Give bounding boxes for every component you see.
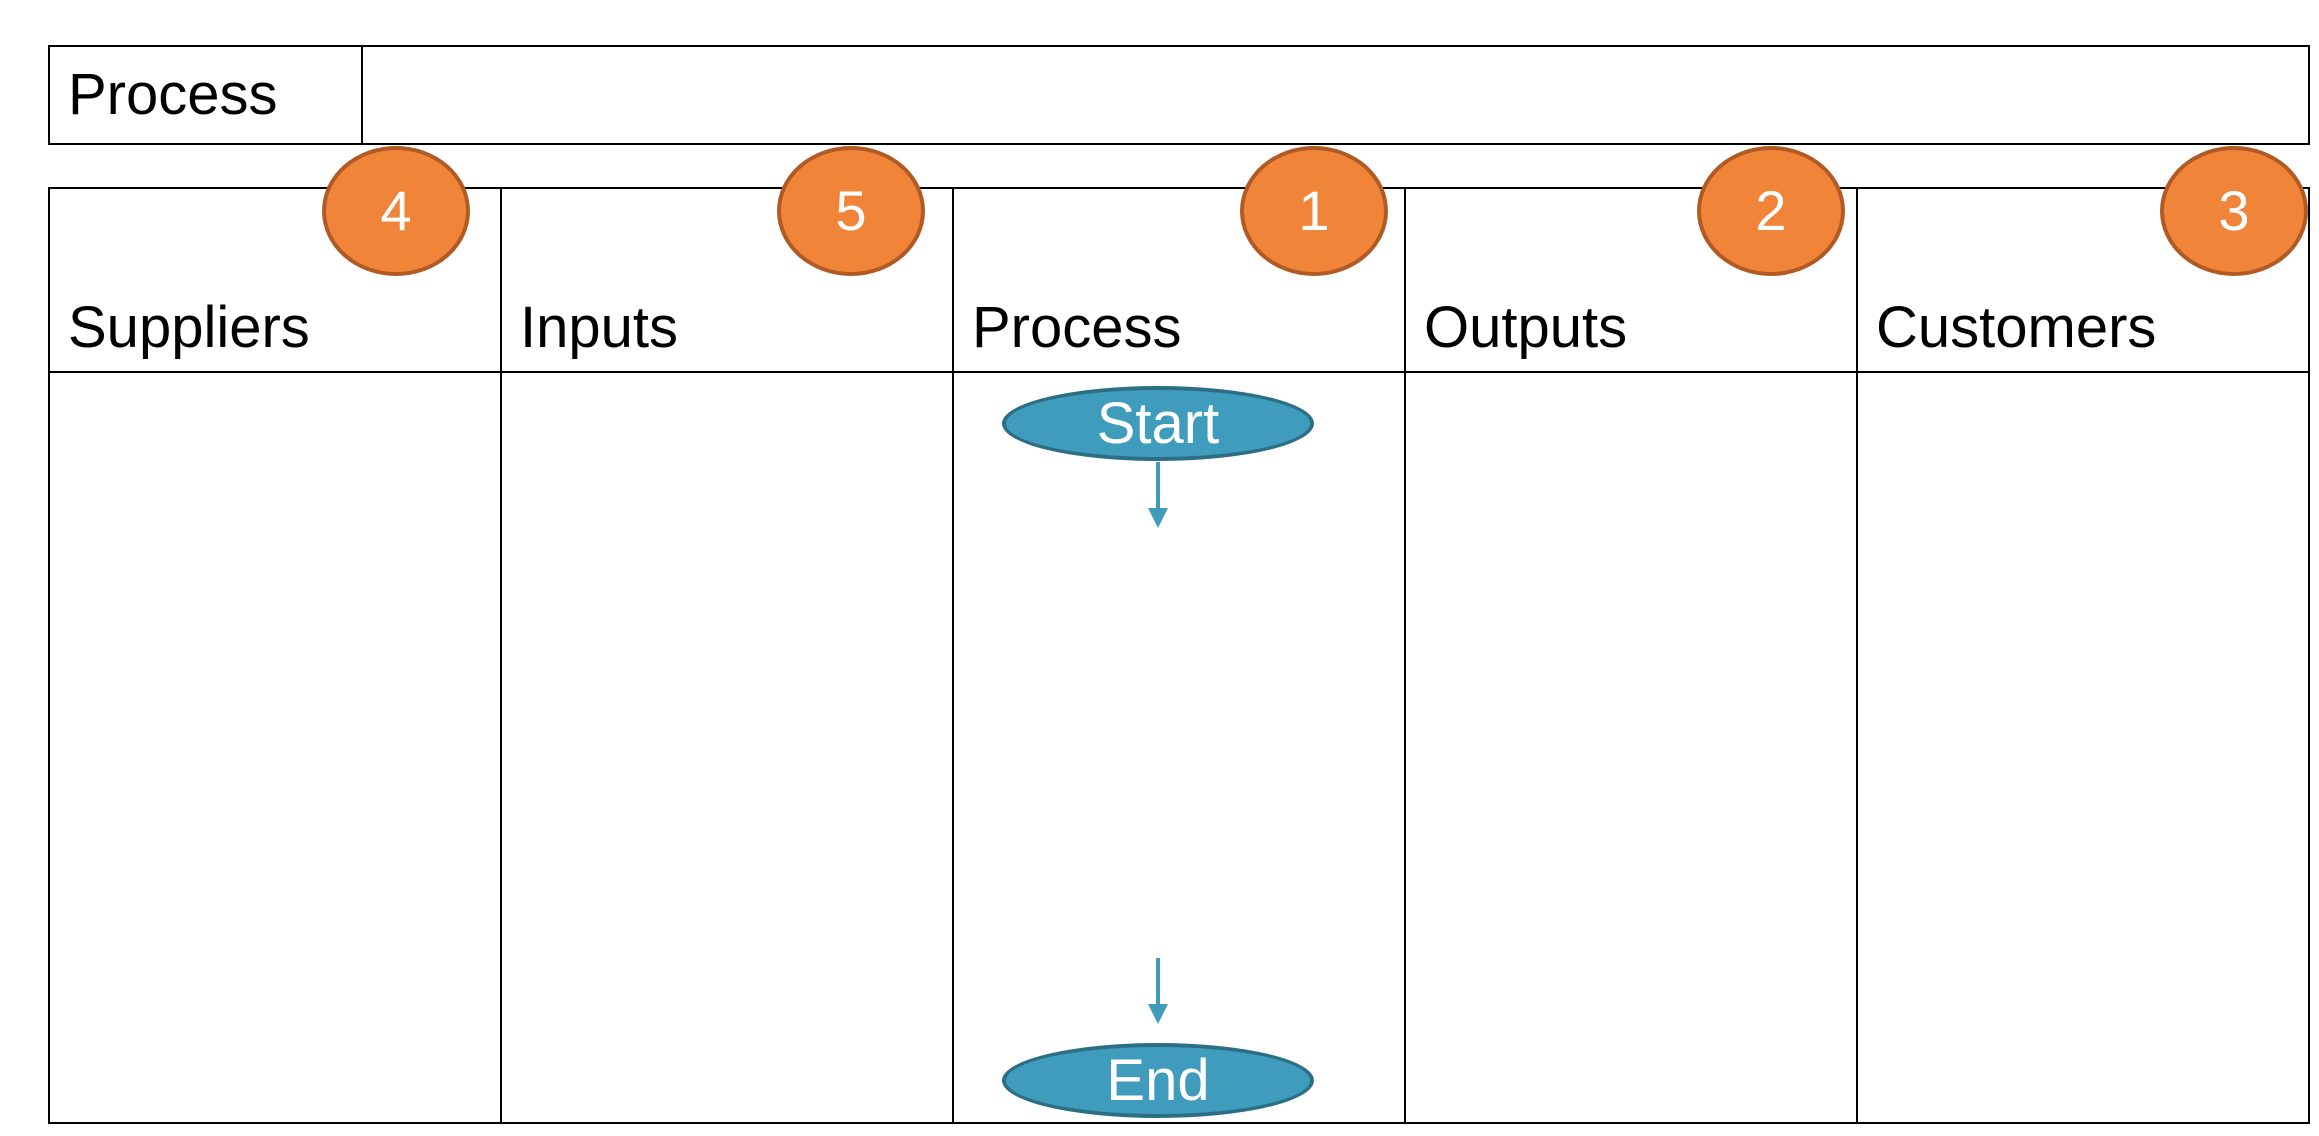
end-down-arrow-icon [1148,958,1168,1024]
outputs-column-header: Outputs [1406,189,1856,373]
inputs-column: Inputs [502,189,954,1122]
suppliers-column-header: Suppliers [50,189,500,373]
inputs-step-badge: 5 [777,146,925,276]
suppliers-column: Suppliers [50,189,502,1122]
process-header-label-cell: Process [50,47,363,143]
customers-column-header: Customers [1858,189,2310,373]
outputs-step-badge: 2 [1697,146,1845,276]
inputs-column-title: Inputs [520,295,678,360]
process-header-bar: Process [48,45,2310,145]
outputs-column: Outputs [1406,189,1858,1122]
customers-column: Customers [1858,189,2310,1122]
suppliers-step-badge: 4 [322,146,470,276]
start-down-arrow-icon [1148,462,1168,528]
process-column: Process [954,189,1406,1122]
suppliers-column-title: Suppliers [68,295,310,360]
start-terminator: Start [1002,386,1314,461]
process-header-label: Process [68,62,278,127]
outputs-column-title: Outputs [1424,295,1628,360]
sipoc-table: Suppliers Inputs Process Outputs Custome… [48,187,2310,1124]
end-terminator: End [1002,1043,1314,1118]
customers-column-title: Customers [1876,295,2157,360]
customers-step-badge: 3 [2160,146,2308,276]
inputs-column-header: Inputs [502,189,952,373]
process-step-badge: 1 [1240,146,1388,276]
process-column-title: Process [972,295,1182,360]
process-column-header: Process [954,189,1404,373]
